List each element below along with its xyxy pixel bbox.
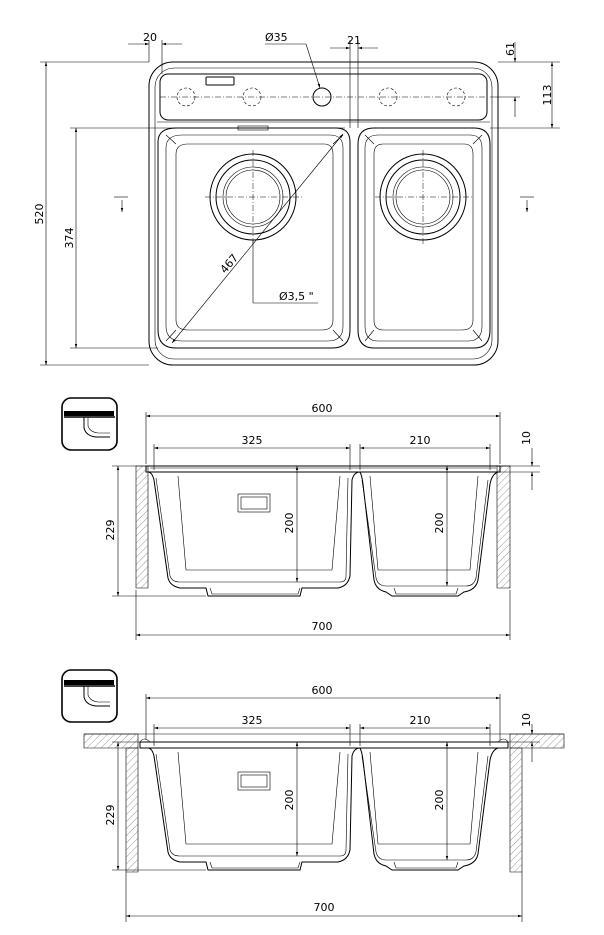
dim-total-depth: 520 bbox=[33, 204, 46, 225]
dim-rim: 10 bbox=[520, 431, 533, 445]
sink-section-body bbox=[147, 747, 499, 871]
section-surface-mount: 600 325 210 10 200 200 229 700 bbox=[61, 397, 540, 640]
dim-bowl-depth: 374 bbox=[63, 228, 76, 249]
dim-deck-top: 61 bbox=[504, 42, 517, 56]
dim-overall: 700 bbox=[312, 620, 333, 633]
dim-depth-small: 200 bbox=[433, 513, 446, 534]
dim-offset: 21 bbox=[347, 34, 361, 47]
dim-depth-large: 200 bbox=[283, 790, 296, 811]
dim-overflow-diameter: Ø35 bbox=[265, 31, 288, 44]
dim-deck-depth: 113 bbox=[541, 85, 554, 106]
dim-rim: 10 bbox=[520, 713, 533, 727]
dim-overall-inner: 600 bbox=[312, 684, 333, 697]
dim-height: 229 bbox=[104, 805, 117, 826]
dim-bowl-large: 325 bbox=[242, 714, 263, 727]
dim-depth-small: 200 bbox=[433, 790, 446, 811]
dim-depth-large: 200 bbox=[283, 513, 296, 534]
dim-height: 229 bbox=[104, 520, 117, 541]
section-marker-right bbox=[520, 196, 534, 212]
overflow-slot bbox=[205, 76, 235, 86]
dim-drain-size: Ø3,5 " bbox=[279, 290, 314, 303]
section-marker-left bbox=[114, 196, 128, 212]
dim-bowl-large: 325 bbox=[242, 434, 263, 447]
overflow-slot bbox=[237, 771, 271, 791]
dim-flange: 20 bbox=[143, 31, 157, 44]
dim-overall: 700 bbox=[314, 901, 335, 914]
dim-diagonal: 467 bbox=[218, 252, 241, 276]
sink-section-body bbox=[147, 471, 499, 597]
dim-bowl-small: 210 bbox=[410, 434, 431, 447]
small-bowl bbox=[357, 127, 491, 349]
mounting-icon-surface bbox=[61, 397, 118, 451]
dim-bowl-small: 210 bbox=[410, 714, 431, 727]
section-flush-mount: 600 325 210 10 200 200 229 700 bbox=[61, 669, 565, 922]
sink-outline bbox=[148, 61, 499, 366]
top-view: 20 Ø35 21 61 113 520 374 467 bbox=[33, 31, 560, 366]
large-bowl bbox=[157, 127, 351, 349]
mounting-icon-flush bbox=[61, 669, 118, 723]
dim-overall-inner: 600 bbox=[312, 402, 333, 415]
overflow-slot bbox=[237, 493, 271, 513]
